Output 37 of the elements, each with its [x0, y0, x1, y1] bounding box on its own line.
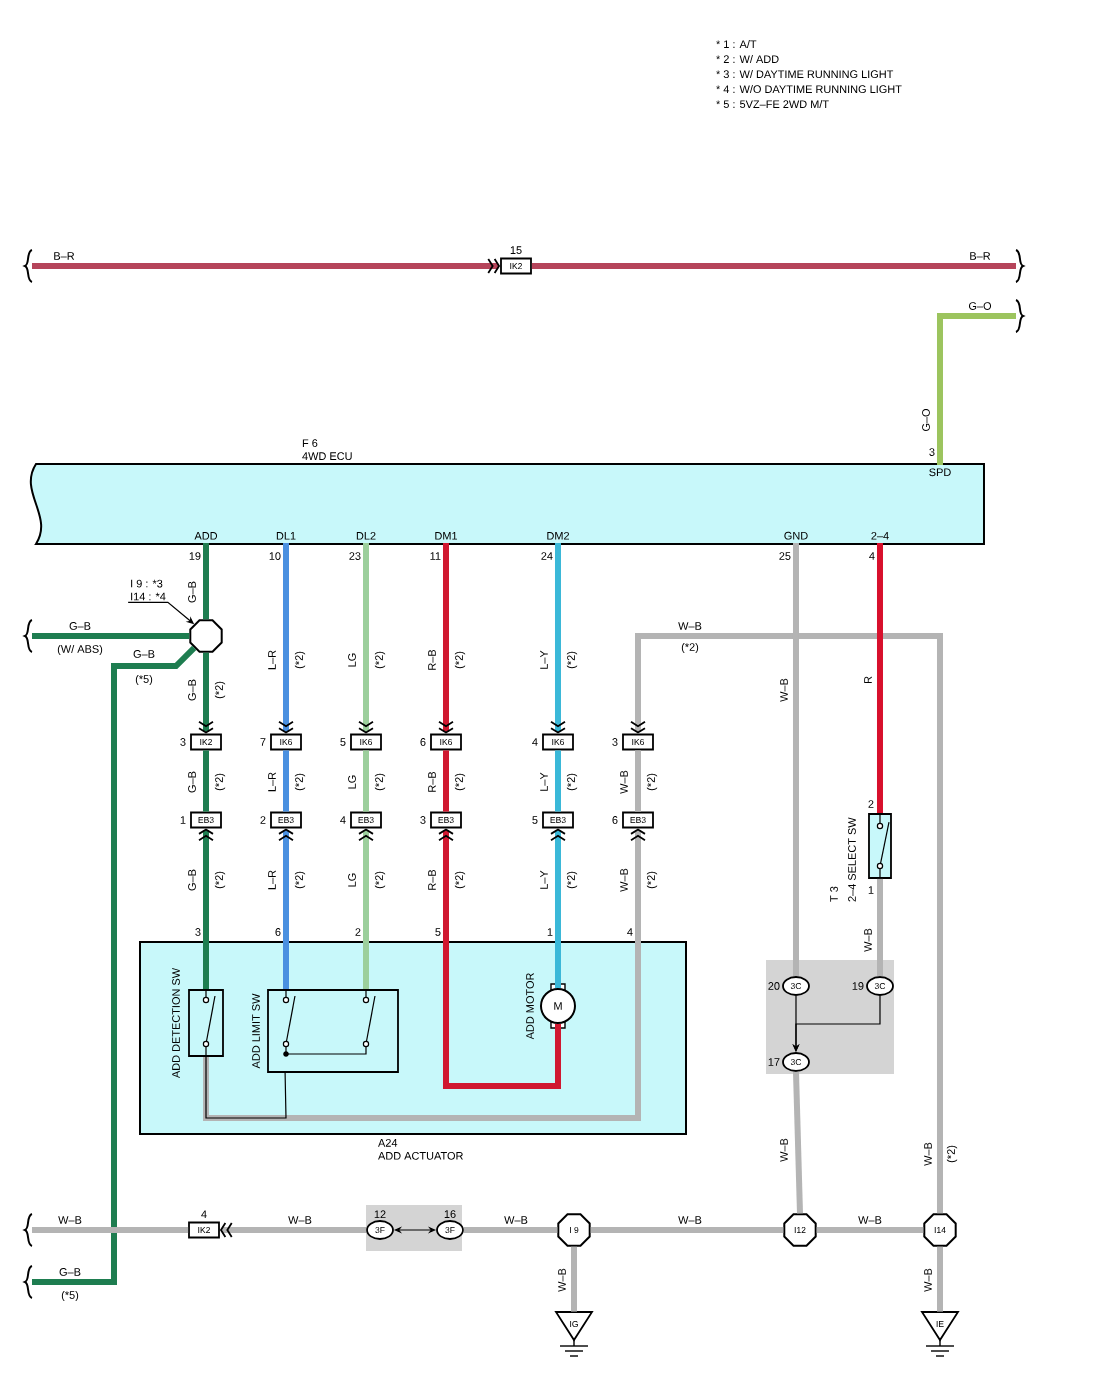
wire: [877, 878, 883, 977]
wire: [438, 543, 454, 734]
wire: [219, 1222, 367, 1238]
wire: [550, 828, 566, 988]
wire: [550, 543, 566, 734]
wire: [635, 750, 641, 812]
wire: [438, 828, 561, 1089]
splice-junction: [189, 619, 223, 653]
wire: [363, 750, 369, 812]
wire: [793, 543, 799, 977]
wire: [590, 1227, 784, 1233]
wire: [203, 543, 209, 620]
wire: [278, 543, 294, 734]
wire: [198, 652, 214, 734]
wire: [793, 1071, 803, 1214]
wire: [443, 750, 449, 812]
wire: [203, 828, 646, 1121]
wire: [278, 828, 294, 990]
connection-line: [205, 1056, 287, 1119]
wire: [531, 263, 1016, 269]
wire: [32, 1227, 189, 1233]
wire: [816, 1227, 924, 1233]
wire: [463, 1227, 558, 1233]
wire: [358, 828, 374, 990]
wire: [571, 1246, 577, 1312]
wire: [32, 645, 197, 1285]
wire: [877, 543, 883, 814]
wire: [937, 313, 1016, 465]
wire: [630, 633, 943, 1214]
wire: [32, 258, 501, 274]
wire: [358, 543, 374, 734]
wire: [937, 1246, 943, 1312]
wire: [555, 750, 561, 812]
wire: [283, 750, 289, 812]
wire: [198, 828, 214, 990]
wire: [203, 750, 209, 812]
wire: [32, 633, 190, 639]
